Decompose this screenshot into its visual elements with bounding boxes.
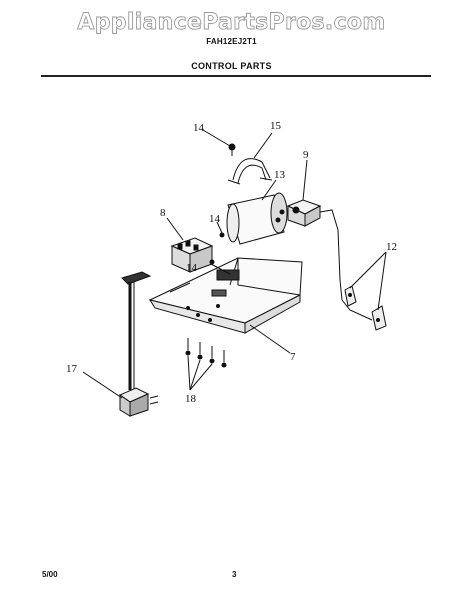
callout-18: 18 xyxy=(185,393,197,405)
sensing-bulb-clips-part-12[interactable] xyxy=(341,285,387,331)
callout-15: 15 xyxy=(270,120,282,132)
screw-part-14c[interactable] xyxy=(209,259,215,265)
title-rule xyxy=(41,75,431,77)
callout-14-mid: 14 xyxy=(209,213,221,225)
watermark-logo: AppliancePartsPros.com xyxy=(77,10,386,36)
callout-17: 17 xyxy=(66,363,78,375)
screws-part-18[interactable] xyxy=(185,338,227,368)
power-cord-part-17[interactable] xyxy=(118,271,159,417)
callout-14-top: 14 xyxy=(193,122,205,134)
callout-14-lower: 14 xyxy=(186,262,198,274)
leader-lines xyxy=(82,129,387,399)
capacitor-strap-part-15[interactable] xyxy=(227,158,273,185)
capacitor-part-13[interactable] xyxy=(226,192,288,245)
callout-9: 9 xyxy=(303,149,309,161)
footer-date: 5/00 xyxy=(42,570,58,579)
model-number: FAH12EJ2T1 xyxy=(206,37,257,46)
callout-7: 7 xyxy=(290,351,296,363)
callout-8: 8 xyxy=(160,207,166,219)
relay-part-8[interactable] xyxy=(170,237,214,273)
screw-part-14[interactable] xyxy=(228,143,236,156)
screw-part-14b[interactable] xyxy=(219,232,225,238)
section-title: CONTROL PARTS xyxy=(191,61,272,71)
control-bracket-part-7[interactable] xyxy=(148,257,303,334)
thermostat-part-9[interactable] xyxy=(286,199,343,301)
footer-page-number: 3 xyxy=(232,570,237,579)
callout-13: 13 xyxy=(274,169,286,181)
callout-12: 12 xyxy=(386,241,397,253)
